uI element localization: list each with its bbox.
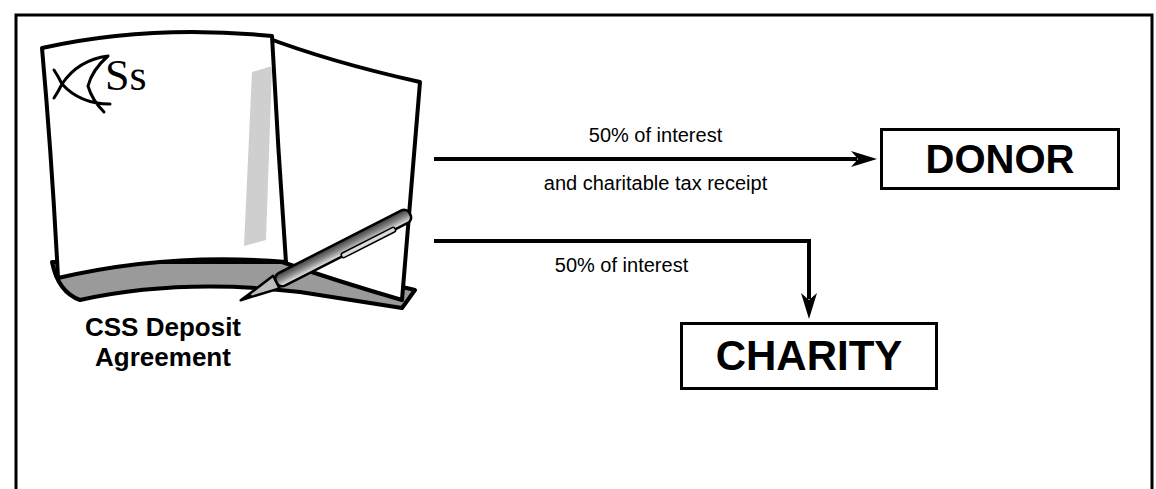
node-label: DONOR <box>926 136 1075 182</box>
connector-line <box>434 241 809 299</box>
fish-symbol <box>54 56 110 112</box>
page-stripe <box>244 66 272 246</box>
edge-label: 50% of interest <box>585 123 726 147</box>
frame-border <box>16 15 1152 489</box>
logo-text: Ss <box>105 51 147 102</box>
flow-arrow <box>434 241 817 319</box>
flow-arrow <box>434 151 877 167</box>
pen <box>238 208 415 309</box>
node-label: CHARITY <box>716 332 903 380</box>
edge-note: and charitable tax receipt <box>540 171 771 195</box>
recipient-box: CHARITY <box>680 322 938 390</box>
connector-line <box>434 157 857 161</box>
document-title: CSS Deposit Agreement <box>78 313 248 373</box>
arrowhead <box>801 293 817 319</box>
booklet-page-left <box>42 32 286 278</box>
document-node: SsCSS Deposit Agreement <box>30 25 432 385</box>
arrowhead <box>851 151 877 167</box>
recipient-box: DONOR <box>880 128 1120 190</box>
edge-label: 50% of interest <box>551 253 692 277</box>
